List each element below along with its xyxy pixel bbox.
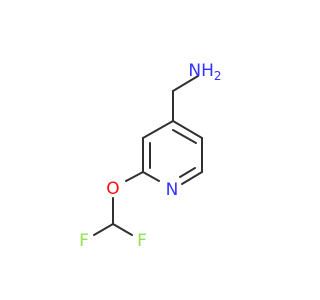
bond-c-f-left [93,223,114,236]
bond-c2-o [125,171,144,182]
bond-c6-n1 [181,171,203,185]
amine-label: NH2 [188,61,221,83]
bonds [93,75,203,236]
bond-c6-n1-double [179,167,196,178]
bond-ch2-n [172,75,199,92]
molecule-diagram: NH2 N O F F [79,61,221,251]
bond-c4-c3 [142,120,174,139]
bond-c4-c5 [172,120,203,139]
bond-c-f-right [112,223,133,236]
fluorine-right-label: F [137,231,147,251]
ether-oxygen-label: O [106,179,119,199]
amine-label-subscript: 2 [214,69,222,83]
structure-canvas: NH2 N O F F [79,61,222,251]
pyridine-nitrogen-label: N [166,180,179,200]
atom-labels: NH2 N O F F [79,61,221,251]
amine-label-main: NH [188,61,214,81]
bond-c4-c5-double [172,129,197,144]
bond-c2-n1 [142,171,160,182]
fluorine-left-label: F [79,231,89,251]
